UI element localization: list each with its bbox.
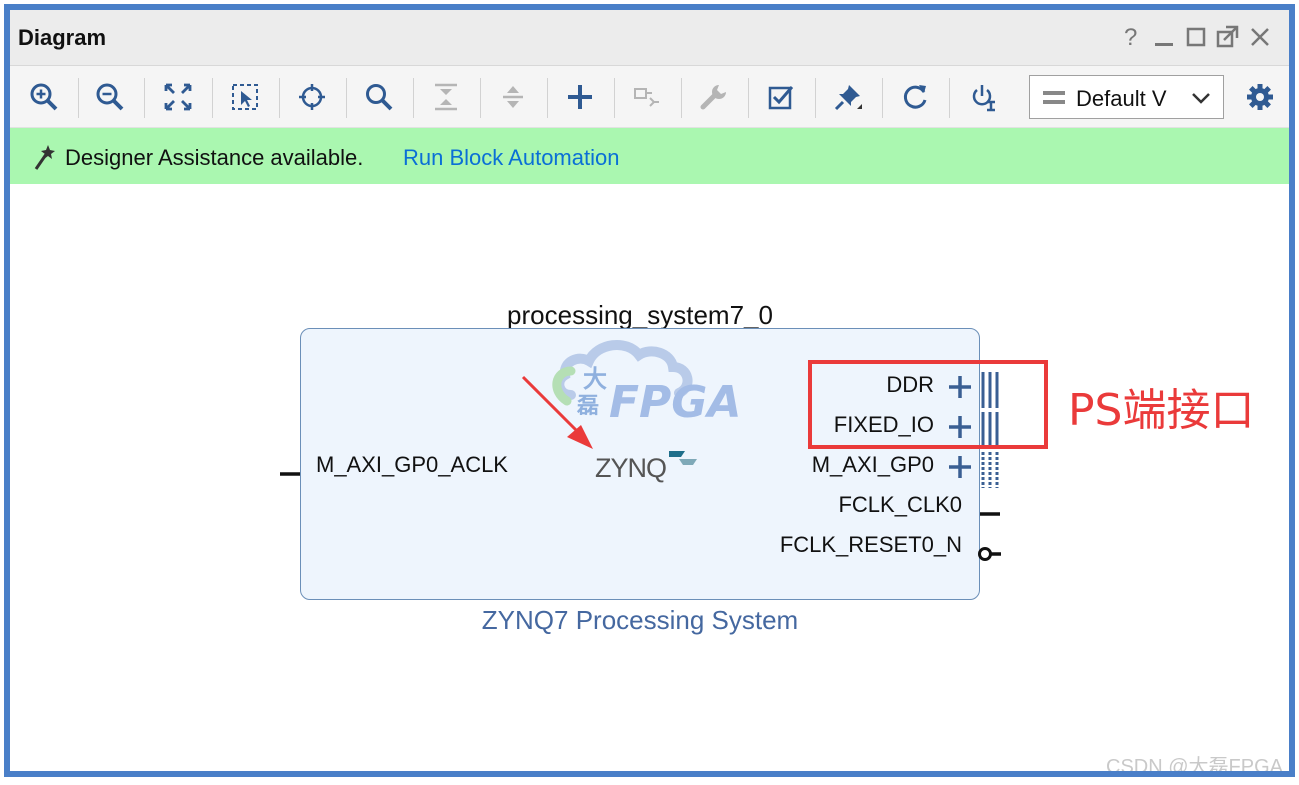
layout-icon (1043, 91, 1065, 104)
dalei-fpga-watermark-logo: 大 磊 FPGA (552, 340, 741, 423)
designer-assistance-banner: Designer Assistance available. Run Block… (10, 128, 1289, 184)
port-ddr[interactable]: DDR (886, 372, 934, 397)
view-select-dropdown[interactable]: Default V (1029, 75, 1224, 119)
zoom-selection-icon[interactable] (227, 79, 263, 115)
watermark-char-top: 大 (583, 365, 607, 393)
diagram-toolbar: Default V (10, 66, 1289, 128)
close-icon[interactable] (1246, 23, 1274, 51)
port-fixed-io[interactable]: FIXED_IO (833, 412, 934, 437)
zynq-ps-block[interactable]: 大 磊 FPGA ZYNQ M_AXI_GP0_ACLK DDR FIXED_I… (300, 328, 980, 600)
help-icon[interactable]: ? (1118, 23, 1146, 51)
expand-all-icon[interactable] (495, 79, 531, 115)
port-fclk-reset0-n[interactable]: FCLK_RESET0_N (779, 532, 962, 557)
diagram-window: Diagram ? (4, 4, 1295, 777)
view-select-value: Default V (1076, 86, 1167, 111)
collapse-all-icon[interactable] (428, 79, 464, 115)
port-m-axi-gp0[interactable]: M_AXI_GP0 (811, 452, 934, 477)
svg-text:?: ? (1124, 24, 1137, 51)
make-external-icon[interactable] (629, 79, 665, 115)
window-titlebar: Diagram ? (10, 10, 1289, 66)
watermark-text: FPGA (609, 377, 741, 423)
zoom-in-icon[interactable] (26, 79, 62, 115)
csdn-watermark: CSDN @大磊FPGA (1106, 756, 1283, 777)
fixed-io-bus-pin[interactable] (980, 412, 1002, 448)
diagram-canvas[interactable]: processing_system7_0 大 磊 FPGA ZYNQ M_AXI (10, 184, 1289, 777)
ddr-bus-pin[interactable] (980, 372, 1002, 408)
ps-interface-highlight-box (808, 360, 1048, 449)
run-block-automation-link[interactable]: Run Block Automation (403, 145, 620, 170)
m-axi-gp0-expand-icon[interactable] (948, 454, 972, 480)
center-icon[interactable] (294, 79, 330, 115)
magic-wand-icon (34, 145, 55, 170)
zoom-out-icon[interactable] (92, 79, 128, 115)
ps-interface-annotation: PS端接口 (1068, 385, 1255, 436)
banner-message: Designer Assistance available. (65, 145, 364, 170)
red-arrow-annotation (521, 375, 593, 449)
fclk-clk0-pin[interactable] (980, 504, 1002, 524)
port-fclk-clk0[interactable]: FCLK_CLK0 (838, 492, 962, 517)
search-icon[interactable] (361, 79, 397, 115)
properties-wrench-icon[interactable] (696, 79, 732, 115)
aclk-pin[interactable] (280, 464, 302, 484)
fixed-io-expand-icon[interactable] (948, 414, 972, 440)
add-ip-icon[interactable] (562, 79, 598, 115)
fclk-reset0-n-pin[interactable] (976, 542, 1002, 566)
zynq-logo: ZYNQ (595, 453, 667, 483)
settings-gear-icon[interactable] (1242, 79, 1278, 115)
validate-design-icon[interactable] (763, 79, 799, 115)
block-type-label: ZYNQ7 Processing System (481, 605, 799, 635)
watermark-char-bottom: 磊 (576, 394, 599, 419)
port-m-axi-gp0-aclk[interactable]: M_AXI_GP0_ACLK (316, 452, 508, 477)
zoom-fit-icon[interactable] (160, 79, 196, 115)
m-axi-gp0-bus-pin[interactable] (980, 452, 1002, 488)
chevron-down-icon (1192, 93, 1210, 104)
minimize-icon[interactable] (1150, 23, 1178, 51)
block-instance-name: processing_system7_0 (507, 300, 773, 330)
regenerate-layout-icon[interactable] (897, 79, 933, 115)
ddr-expand-icon[interactable] (948, 374, 972, 400)
window-title: Diagram (18, 25, 107, 50)
maximize-icon[interactable] (1182, 23, 1210, 51)
pin-icon[interactable] (830, 79, 866, 115)
zynq-logo-mark (669, 451, 697, 465)
optimize-routing-icon[interactable] (964, 79, 1000, 115)
restore-icon[interactable] (1214, 23, 1242, 51)
